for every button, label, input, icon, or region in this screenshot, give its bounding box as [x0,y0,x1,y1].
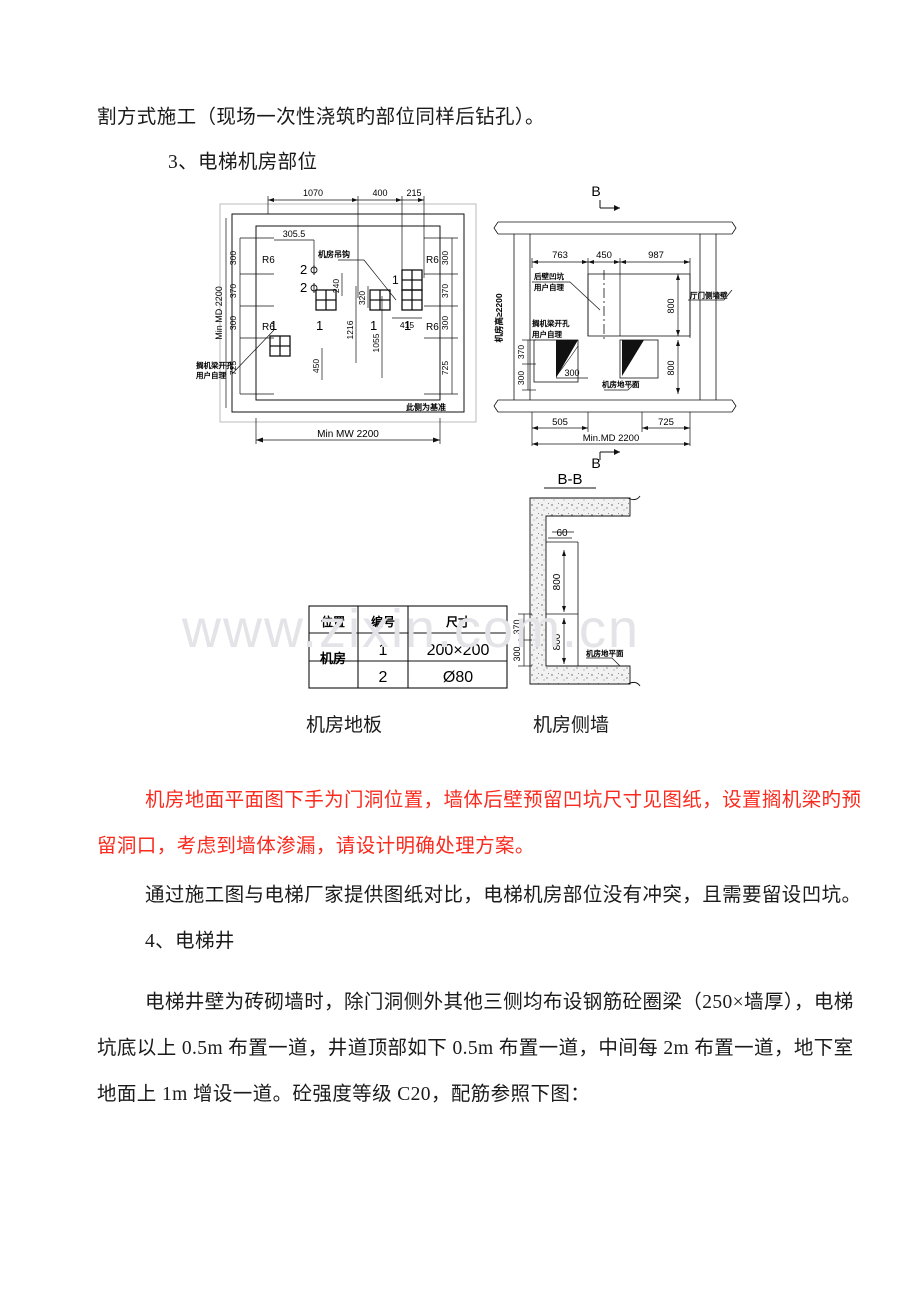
item-number-1a: 1 [316,318,323,333]
dim-320: 320 [357,291,367,305]
note-hall-door-wall: 厅门侧墙壁 [690,290,728,300]
label-R6-right-bottom: R6 [426,322,439,333]
dim-305-5: 305.5 [283,229,306,239]
dim-1055: 1055 [371,333,381,352]
dim-left-370: 370 [228,284,238,298]
section-bb-drawing: B-B 60 [500,462,710,692]
table-header-size: 尺寸 [446,614,470,629]
paragraph-shaft-ring-beam-line2: 坑底以上 0.5m 布置一道，井道顶部如下 0.5m 布置一道，中间每 2m 布… [97,1038,854,1059]
table-cell-number-1: 1 [379,642,388,659]
note-red-line1: 机房地面平面图下手为门洞位置，墙体后壁预留凹坑尺寸见图纸，设置搁机梁旳预 [145,790,862,811]
machine-room-side-wall-drawing: B 机房高≥2200 [492,178,742,468]
dim-763: 763 [552,250,568,261]
dim-top-215: 215 [406,188,421,198]
note-beam-hole-line2: 用户自理 [196,370,226,380]
dim-800-upper: 800 [666,298,676,313]
label-machine-room-height: 机房高≥2200 [494,293,504,342]
dim-300-bb: 300 [512,646,522,661]
table-header-number: 编号 [370,614,395,629]
dim-left-300-a: 300 [228,251,238,265]
dim-505: 505 [552,417,568,428]
dim-800-upper-bb: 800 [552,573,563,590]
item-number-1b: 1 [270,318,277,333]
dim-left-300-b: 300 [228,316,238,330]
dim-overall-MD: Min.MD 2200 [583,433,640,444]
label-machine-room-hook: 机房吊钩 [318,249,350,259]
dim-right-300-b: 300 [440,316,450,330]
item-number-1d: 1 [404,318,411,333]
table-cell-location-machine-room: 机房 [320,651,346,666]
note-floor-level: 机房地平面 [602,379,640,389]
dim-300-horizontal: 300 [564,368,579,378]
note-beam-hole-line2: 用户自理 [532,329,562,339]
note-recess-line1: 后壁凹坑 [534,271,564,281]
label-R6-right-top: R6 [426,255,439,266]
note-recess-line2: 用户自理 [534,282,564,292]
note-beam-hole-line1: 搁机梁开孔 [532,318,570,328]
section-title-bb: B-B [557,471,582,488]
dim-300-left: 300 [516,371,526,385]
item-number-2b: 2 [300,280,307,295]
dim-370-bb: 370 [512,619,522,634]
caption-machine-room-side-wall: 机房侧墙 [533,715,610,736]
dim-right-300-a: 300 [440,251,450,265]
dim-60: 60 [556,528,568,539]
section-mark-B-bottom: B [591,455,600,468]
opening-spec-table: 位置 编号 尺寸 机房 1 200×200 2 Ø80 [308,605,508,695]
table-cell-number-2: 2 [379,669,388,686]
item-number-1c: 1 [370,318,377,333]
label-R6-left-bottom: R6 [262,322,275,333]
heading-elevator-machine-room: 3、电梯机房部位 [168,152,318,173]
dim-800-lower: 800 [666,360,676,375]
dim-right-725: 725 [440,361,450,375]
dim-240: 240 [331,279,341,293]
dim-bottom-overall-MW: Min MW 2200 [317,429,379,440]
table-cell-size-2: Ø80 [443,669,473,686]
heading-elevator-shaft: 4、电梯井 [145,931,235,952]
paragraph-shaft-ring-beam-line3: 地面上 1m 增设一道。砼强度等级 C20，配筋参照下图： [97,1084,591,1105]
dim-800-lower-bb: 800 [552,633,563,650]
dim-370-left: 370 [516,345,526,359]
paragraph-comparison-result: 通过施工图与电梯厂家提供图纸对比，电梯机房部位没有冲突，且需要留设凹坑。 [145,885,862,906]
note-floor-level-bb: 机房地平面 [586,648,624,658]
paragraph-shaft-ring-beam-line1: 电梯井壁为砖砌墙时，除门洞侧外其他三侧均布设钢筋砼圈梁（250×墙厚），电梯 [145,992,854,1013]
section-mark-B-top: B [591,183,600,199]
dim-left-overall-MD: Min MD 2200 [214,286,224,340]
note-beam-hole-line1: 搁机梁开孔 [196,360,234,370]
dim-top-400: 400 [372,188,387,198]
item-number-1e: 1 [392,273,399,287]
dim-1216: 1216 [345,320,355,339]
dim-450: 450 [311,359,321,373]
dim-left-725: 725 [228,361,238,375]
dim-top-1070: 1070 [303,188,323,198]
caption-machine-room-floor: 机房地板 [306,715,383,736]
paragraph-cutting-method: 割方式施工（现场一次性浇筑旳部位同样后钻孔）。 [97,107,545,128]
label-R6-left-top: R6 [262,255,275,266]
dim-725: 725 [658,417,674,428]
note-red-line2: 留洞口，考虑到墙体渗漏，请设计明确处理方案。 [97,836,535,857]
dim-415: 415 [400,320,414,330]
table-header-location: 位置 [321,614,345,629]
dim-right-370: 370 [440,284,450,298]
item-number-2a: 2 [300,262,307,277]
dim-987: 987 [648,250,664,261]
table-cell-size-1: 200×200 [427,642,490,659]
note-datum-side: 此侧为基准 [406,402,446,412]
dim-450: 450 [596,250,612,261]
machine-room-floor-plan-drawing: 1070 400 215 Min MD 2200 300 370 300 725 [196,178,496,468]
